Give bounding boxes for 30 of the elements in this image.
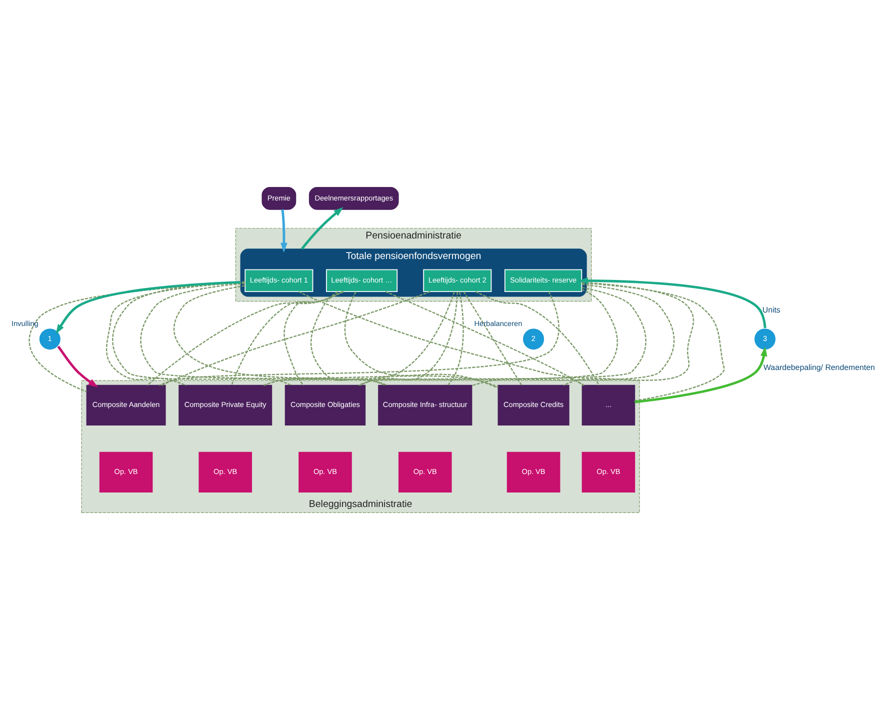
- connector: [463, 290, 522, 386]
- arrow: [56, 280, 241, 334]
- connector: [140, 282, 388, 386]
- connector: [475, 290, 600, 386]
- connector: [106, 281, 246, 386]
- arrow: [578, 276, 766, 328]
- connector: [385, 290, 584, 386]
- connector: [310, 290, 386, 386]
- connector: [159, 290, 560, 386]
- connector: [360, 291, 458, 386]
- connector: [358, 286, 646, 386]
- connector: [231, 290, 344, 385]
- connector: [298, 290, 585, 386]
- connector: [284, 290, 343, 386]
- connector: [264, 290, 455, 386]
- connector: [344, 291, 498, 388]
- connector: [582, 282, 725, 401]
- connector: [472, 283, 675, 386]
- connector: [173, 284, 498, 388]
- connector: [563, 281, 694, 386]
- connector: [263, 288, 618, 386]
- arrow: [280, 208, 288, 252]
- connector: [447, 291, 464, 386]
- arrow: [57, 345, 98, 387]
- arrow: [634, 346, 768, 403]
- connector: [28, 282, 245, 392]
- connector: [146, 290, 344, 386]
- arrow: [300, 206, 344, 250]
- connector: [161, 290, 430, 386]
- connector: [112, 280, 292, 386]
